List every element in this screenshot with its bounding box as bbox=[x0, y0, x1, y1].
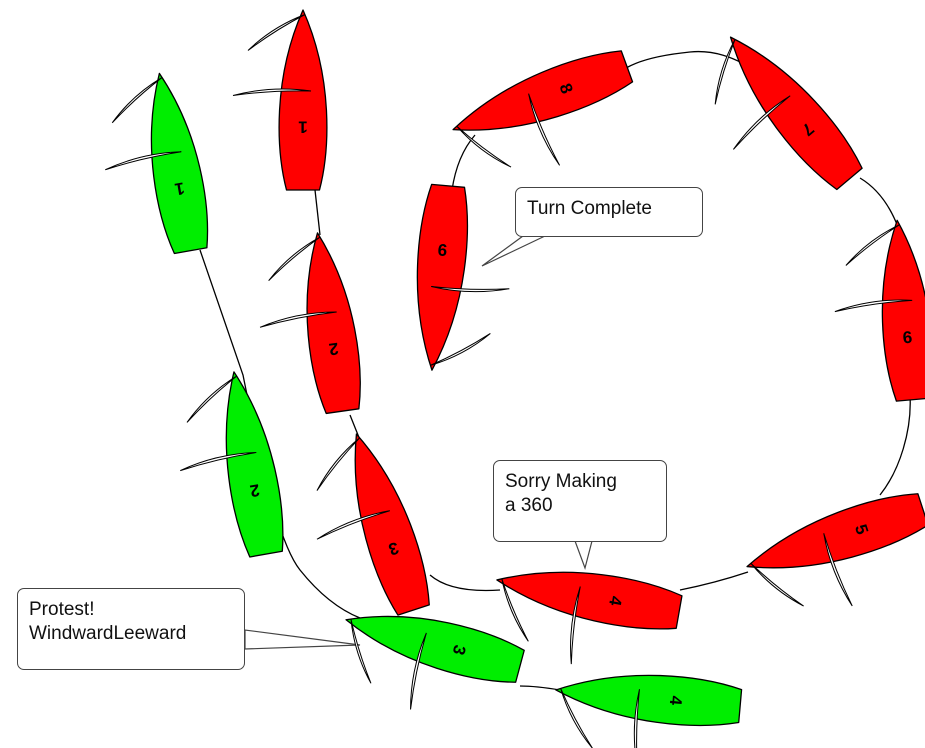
green-boat-1-number: 1 bbox=[173, 178, 186, 198]
red-track bbox=[314, 50, 911, 592]
red-boat-9-mainsail bbox=[834, 299, 913, 313]
red-boat-4-mainsail bbox=[570, 586, 581, 665]
red-boat-8-jib bbox=[456, 125, 512, 168]
green-boat-4-jib bbox=[560, 688, 593, 748]
red-boat-8-mainsail bbox=[528, 93, 561, 166]
red-boat-8: 8 bbox=[452, 50, 634, 168]
red-boat-4-number: 4 bbox=[605, 595, 625, 608]
red-boat-2-hull bbox=[306, 232, 361, 415]
red-boat-3-hull bbox=[354, 433, 430, 616]
red-boat-6: 6 bbox=[416, 183, 510, 371]
red-boat-2-number: 2 bbox=[328, 339, 340, 359]
red-boat-3: 3 bbox=[316, 433, 430, 616]
red-boat-9: 9 bbox=[834, 219, 925, 402]
red-boat-6-mainsail bbox=[431, 286, 510, 293]
red-boat-4-hull bbox=[496, 571, 683, 630]
red-boat-2-jib bbox=[268, 236, 321, 281]
green-boat-1-hull bbox=[150, 72, 209, 255]
red-boat-9-number: 9 bbox=[902, 327, 913, 347]
red-boat-5: 5 bbox=[746, 493, 925, 607]
red-boat-7-hull bbox=[729, 36, 863, 191]
green-boat-3-jib bbox=[350, 618, 372, 684]
red-boat-8-hull bbox=[452, 50, 634, 131]
sorry-tail bbox=[574, 540, 593, 571]
red-boat-5-hull bbox=[746, 493, 925, 569]
red-boat-3-jib bbox=[316, 437, 361, 491]
red-boat-6-hull bbox=[416, 183, 468, 371]
red-boat-5-mainsail bbox=[823, 533, 853, 607]
green-boat-4-hull bbox=[555, 674, 743, 726]
red-boat-5-jib bbox=[750, 562, 804, 607]
red-boat-2-mainsail bbox=[259, 311, 337, 328]
red-boat-1-mainsail bbox=[232, 88, 312, 96]
green-boat-2-mainsail bbox=[180, 452, 257, 472]
turn-complete-tail bbox=[481, 235, 546, 267]
red-boat-7-mainsail bbox=[732, 95, 791, 150]
green-boat-1-mainsail bbox=[105, 151, 182, 171]
red-boat-1-hull bbox=[278, 9, 328, 191]
turn-complete-callout: Turn Complete bbox=[515, 187, 703, 237]
green-boat-1-jib bbox=[111, 77, 163, 124]
green-boat-4: 4 bbox=[555, 674, 743, 748]
red-boat-7-jib bbox=[714, 39, 736, 105]
green-boat-3-hull bbox=[345, 615, 525, 683]
red-boat-1-number: 1 bbox=[298, 118, 307, 137]
protest-callout: Protest! WindwardLeeward bbox=[17, 588, 245, 670]
red-boat-6-jib bbox=[430, 333, 491, 366]
green-boat-2-hull bbox=[225, 371, 284, 558]
red-boat-1-jib bbox=[247, 14, 306, 51]
green-boat-1: 1 bbox=[105, 72, 209, 255]
red-boat-4: 4 bbox=[496, 571, 683, 665]
protest-tail bbox=[244, 629, 361, 650]
red-boat-9-hull bbox=[881, 219, 925, 402]
green-boat-4-number: 4 bbox=[666, 695, 686, 707]
red-boat-2: 2 bbox=[259, 232, 361, 415]
green-boat-3-mainsail bbox=[410, 632, 427, 710]
green-boat-2: 2 bbox=[180, 371, 284, 558]
red-boat-9-jib bbox=[845, 224, 900, 266]
red-boat-4-jib bbox=[501, 578, 529, 642]
green-boat-2-jib bbox=[186, 375, 238, 423]
green-boat-3: 3 bbox=[345, 615, 525, 710]
red-boat-1: 1 bbox=[232, 9, 328, 191]
sorry-callout: Sorry Making a 360 bbox=[493, 460, 667, 542]
red-boat-3-mainsail bbox=[316, 510, 390, 540]
red-boat-6-number: 6 bbox=[437, 240, 448, 260]
red-boat-7: 7 bbox=[714, 36, 863, 191]
green-boat-2-number: 2 bbox=[249, 480, 262, 500]
